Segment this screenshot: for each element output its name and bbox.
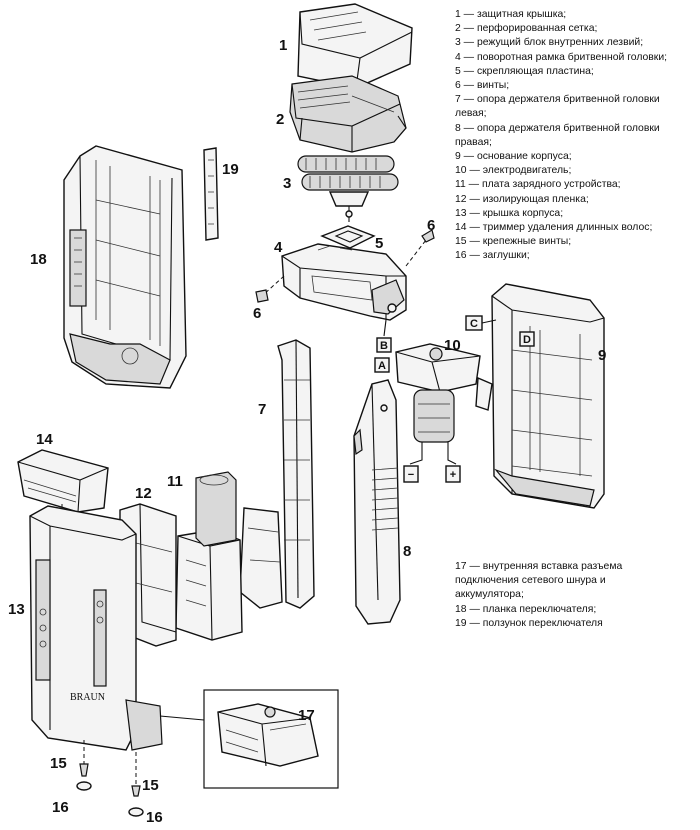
part-perforated-foil <box>289 75 407 153</box>
connector-letter-b: B <box>380 340 388 352</box>
label-part-17: 17 <box>298 707 315 724</box>
legend-parts-1-16: 1 — защитная крышка; 2 — перфорированная … <box>455 8 667 264</box>
legend-line: аккумулятора; <box>455 589 524 601</box>
label-part-1: 1 <box>279 37 287 54</box>
label-part-7: 7 <box>258 401 266 418</box>
connector-box-b: B <box>376 337 392 353</box>
legend-line: 1 — защитная крышка; <box>455 9 567 20</box>
label-part-15-right: 15 <box>142 777 159 794</box>
legend-line: 14 — триммер удаления длинных волос; <box>455 222 653 234</box>
connector-letter-c: C <box>470 318 478 330</box>
fastening-screws <box>79 740 141 797</box>
screw-left <box>255 275 285 303</box>
part-housing-cover: BRAUN <box>29 505 163 751</box>
screw-right <box>405 229 435 267</box>
part-switch-plate-housing <box>63 145 187 389</box>
connector-box-a: A <box>374 357 390 373</box>
label-part-4: 4 <box>274 239 283 256</box>
part-housing-base <box>491 283 605 509</box>
connector-letter-a: A <box>378 360 386 372</box>
motor-terminal-minus: − <box>403 465 419 483</box>
terminal-minus-label: − <box>408 469 414 481</box>
legend-line: 7 — опора держателя бритвенной головки <box>455 94 660 106</box>
part-charger-board <box>175 471 243 641</box>
part-inner-cutter-block <box>297 155 399 222</box>
legend-line: 16 — заглушки; <box>455 250 530 262</box>
legend-line: 10 — электродвигатель; <box>455 165 572 177</box>
legend-line: 17 — внутренняя вставка разъема <box>455 561 623 572</box>
legend-line: 19 — ползунок переключателя <box>455 617 603 629</box>
legend-line: 6 — винты; <box>455 80 510 92</box>
part-switch-slider <box>203 147 219 241</box>
part-clamp-plate <box>320 225 376 249</box>
legend-line: 13 — крышка корпуса; <box>455 207 564 219</box>
brand-logo: BRAUN <box>70 692 105 703</box>
legend-line: 5 — скрепляющая пластина; <box>455 65 594 77</box>
legend-line: 9 — основание корпуса; <box>455 151 572 163</box>
label-part-6-left: 6 <box>253 305 261 322</box>
legend-line: 2 — перфорированная сетка; <box>455 23 598 35</box>
label-part-5: 5 <box>375 235 383 252</box>
legend-line: 18 — планка переключателя; <box>455 603 597 615</box>
label-part-8: 8 <box>403 543 411 560</box>
label-part-11: 11 <box>167 473 183 490</box>
connector-box-d: D <box>519 331 535 347</box>
legend-parts-17-19: 17 — внутренняя вставка разъема подключен… <box>455 560 622 631</box>
label-part-14: 14 <box>36 431 53 448</box>
legend-line: правая; <box>455 136 492 148</box>
legend-line: подключения сетевого шнура и <box>455 575 606 587</box>
label-part-10: 10 <box>444 337 461 354</box>
legend-line: левая; <box>455 108 487 120</box>
legend-line: 15 — крепежные винты; <box>455 236 572 248</box>
label-part-2: 2 <box>276 111 284 128</box>
legend-line: 8 — опора держателя бритвенной головки <box>455 122 660 134</box>
part-electric-motor <box>395 343 493 465</box>
legend-line: 12 — изолирующая пленка; <box>455 193 589 205</box>
part-protective-cap <box>297 3 413 89</box>
label-part-3: 3 <box>283 175 291 192</box>
part-pivot-frame <box>281 243 407 337</box>
connector-letter-d: D <box>523 334 531 346</box>
part-right-holder-support <box>353 379 401 625</box>
part-left-holder-support <box>239 339 315 609</box>
connector-box-c: C <box>465 315 497 331</box>
label-part-16-right: 16 <box>146 809 163 826</box>
plugs <box>76 781 144 817</box>
label-part-15-left: 15 <box>50 755 67 772</box>
label-part-16-left: 16 <box>52 799 69 816</box>
terminal-plus-label: + <box>450 469 456 481</box>
label-part-9: 9 <box>598 347 606 364</box>
legend-line: 3 — режущий блок внутренних лезвий; <box>455 37 644 49</box>
label-part-19: 19 <box>222 161 239 178</box>
legend-line: 11 — плата зарядного устройства; <box>455 179 621 191</box>
label-part-6-right: 6 <box>427 217 435 234</box>
label-part-13: 13 <box>8 601 25 618</box>
label-part-12: 12 <box>135 485 152 502</box>
legend-line: 4 — поворотная рамка бритвенной головки; <box>455 51 668 63</box>
part-connector-insert-box <box>159 689 339 789</box>
motor-terminal-plus: + <box>445 465 461 483</box>
label-part-18: 18 <box>30 251 47 268</box>
